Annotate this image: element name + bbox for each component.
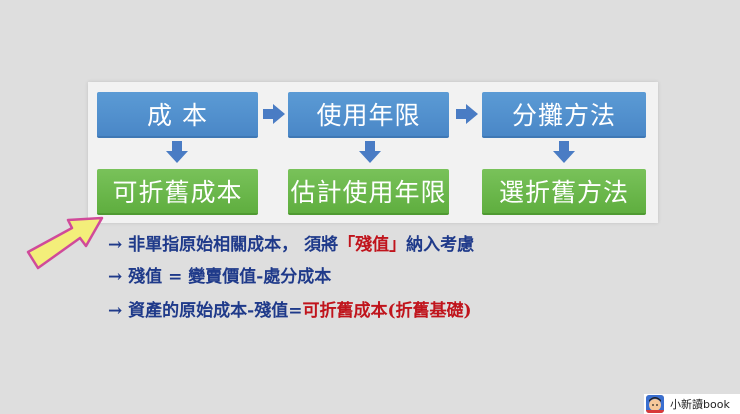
useful-life-box: 使用年限 <box>288 92 449 138</box>
note-arrow: → <box>108 301 123 321</box>
avatar-face-icon <box>646 395 664 413</box>
arrow-down-icon <box>553 141 575 163</box>
pointer-arrow-icon <box>26 216 104 270</box>
note-highlight: 可折舊成本(折舊基礎) <box>302 301 472 321</box>
arrow-down-icon <box>166 141 188 163</box>
note-bracket-close: 」 <box>389 235 407 255</box>
note-arrow: → <box>108 235 123 255</box>
note-highlight: 殘值 <box>355 235 390 255</box>
depreciable-cost-box: 可折舊成本 <box>97 169 258 215</box>
note-text: 資產的原始成本-殘值= <box>128 301 303 321</box>
channel-badge: 小新讀book <box>644 394 740 414</box>
estimated-life-box-label: 估計使用年限 <box>290 178 447 207</box>
useful-life-box-label: 使用年限 <box>316 101 421 130</box>
note-line-3: → 資產的原始成本-殘值=可折舊成本(折舊基礎) <box>108 296 472 321</box>
depreciable-cost-box-label: 可折舊成本 <box>112 178 243 207</box>
arrow-right-icon <box>456 104 478 124</box>
arrow-right-icon <box>263 104 285 124</box>
note-text: 殘值 = 變賣價值-處分成本 <box>128 267 332 287</box>
cost-box: 成 本 <box>97 92 258 138</box>
note-text: 非單指原始相關成本， 須將 <box>128 235 339 255</box>
note-bracket-open: 「 <box>338 235 356 255</box>
cost-box-label: 成 本 <box>147 101 208 130</box>
choose-method-box: 選折舊方法 <box>482 169 646 215</box>
note-text-suffix: 納入考慮 <box>406 235 475 255</box>
avatar <box>646 395 664 413</box>
estimated-life-box: 估計使用年限 <box>288 169 449 215</box>
allocation-method-box-label: 分攤方法 <box>511 101 616 130</box>
note-arrow: → <box>108 267 123 287</box>
badge-label: 小新讀book <box>670 398 730 411</box>
choose-method-box-label: 選折舊方法 <box>498 178 629 207</box>
note-line-2: → 殘值 = 變賣價值-處分成本 <box>108 262 331 287</box>
arrow-down-icon <box>359 141 381 163</box>
allocation-method-box: 分攤方法 <box>482 92 646 138</box>
note-line-1: → 非單指原始相關成本， 須將「殘值」納入考慮 <box>108 230 474 255</box>
